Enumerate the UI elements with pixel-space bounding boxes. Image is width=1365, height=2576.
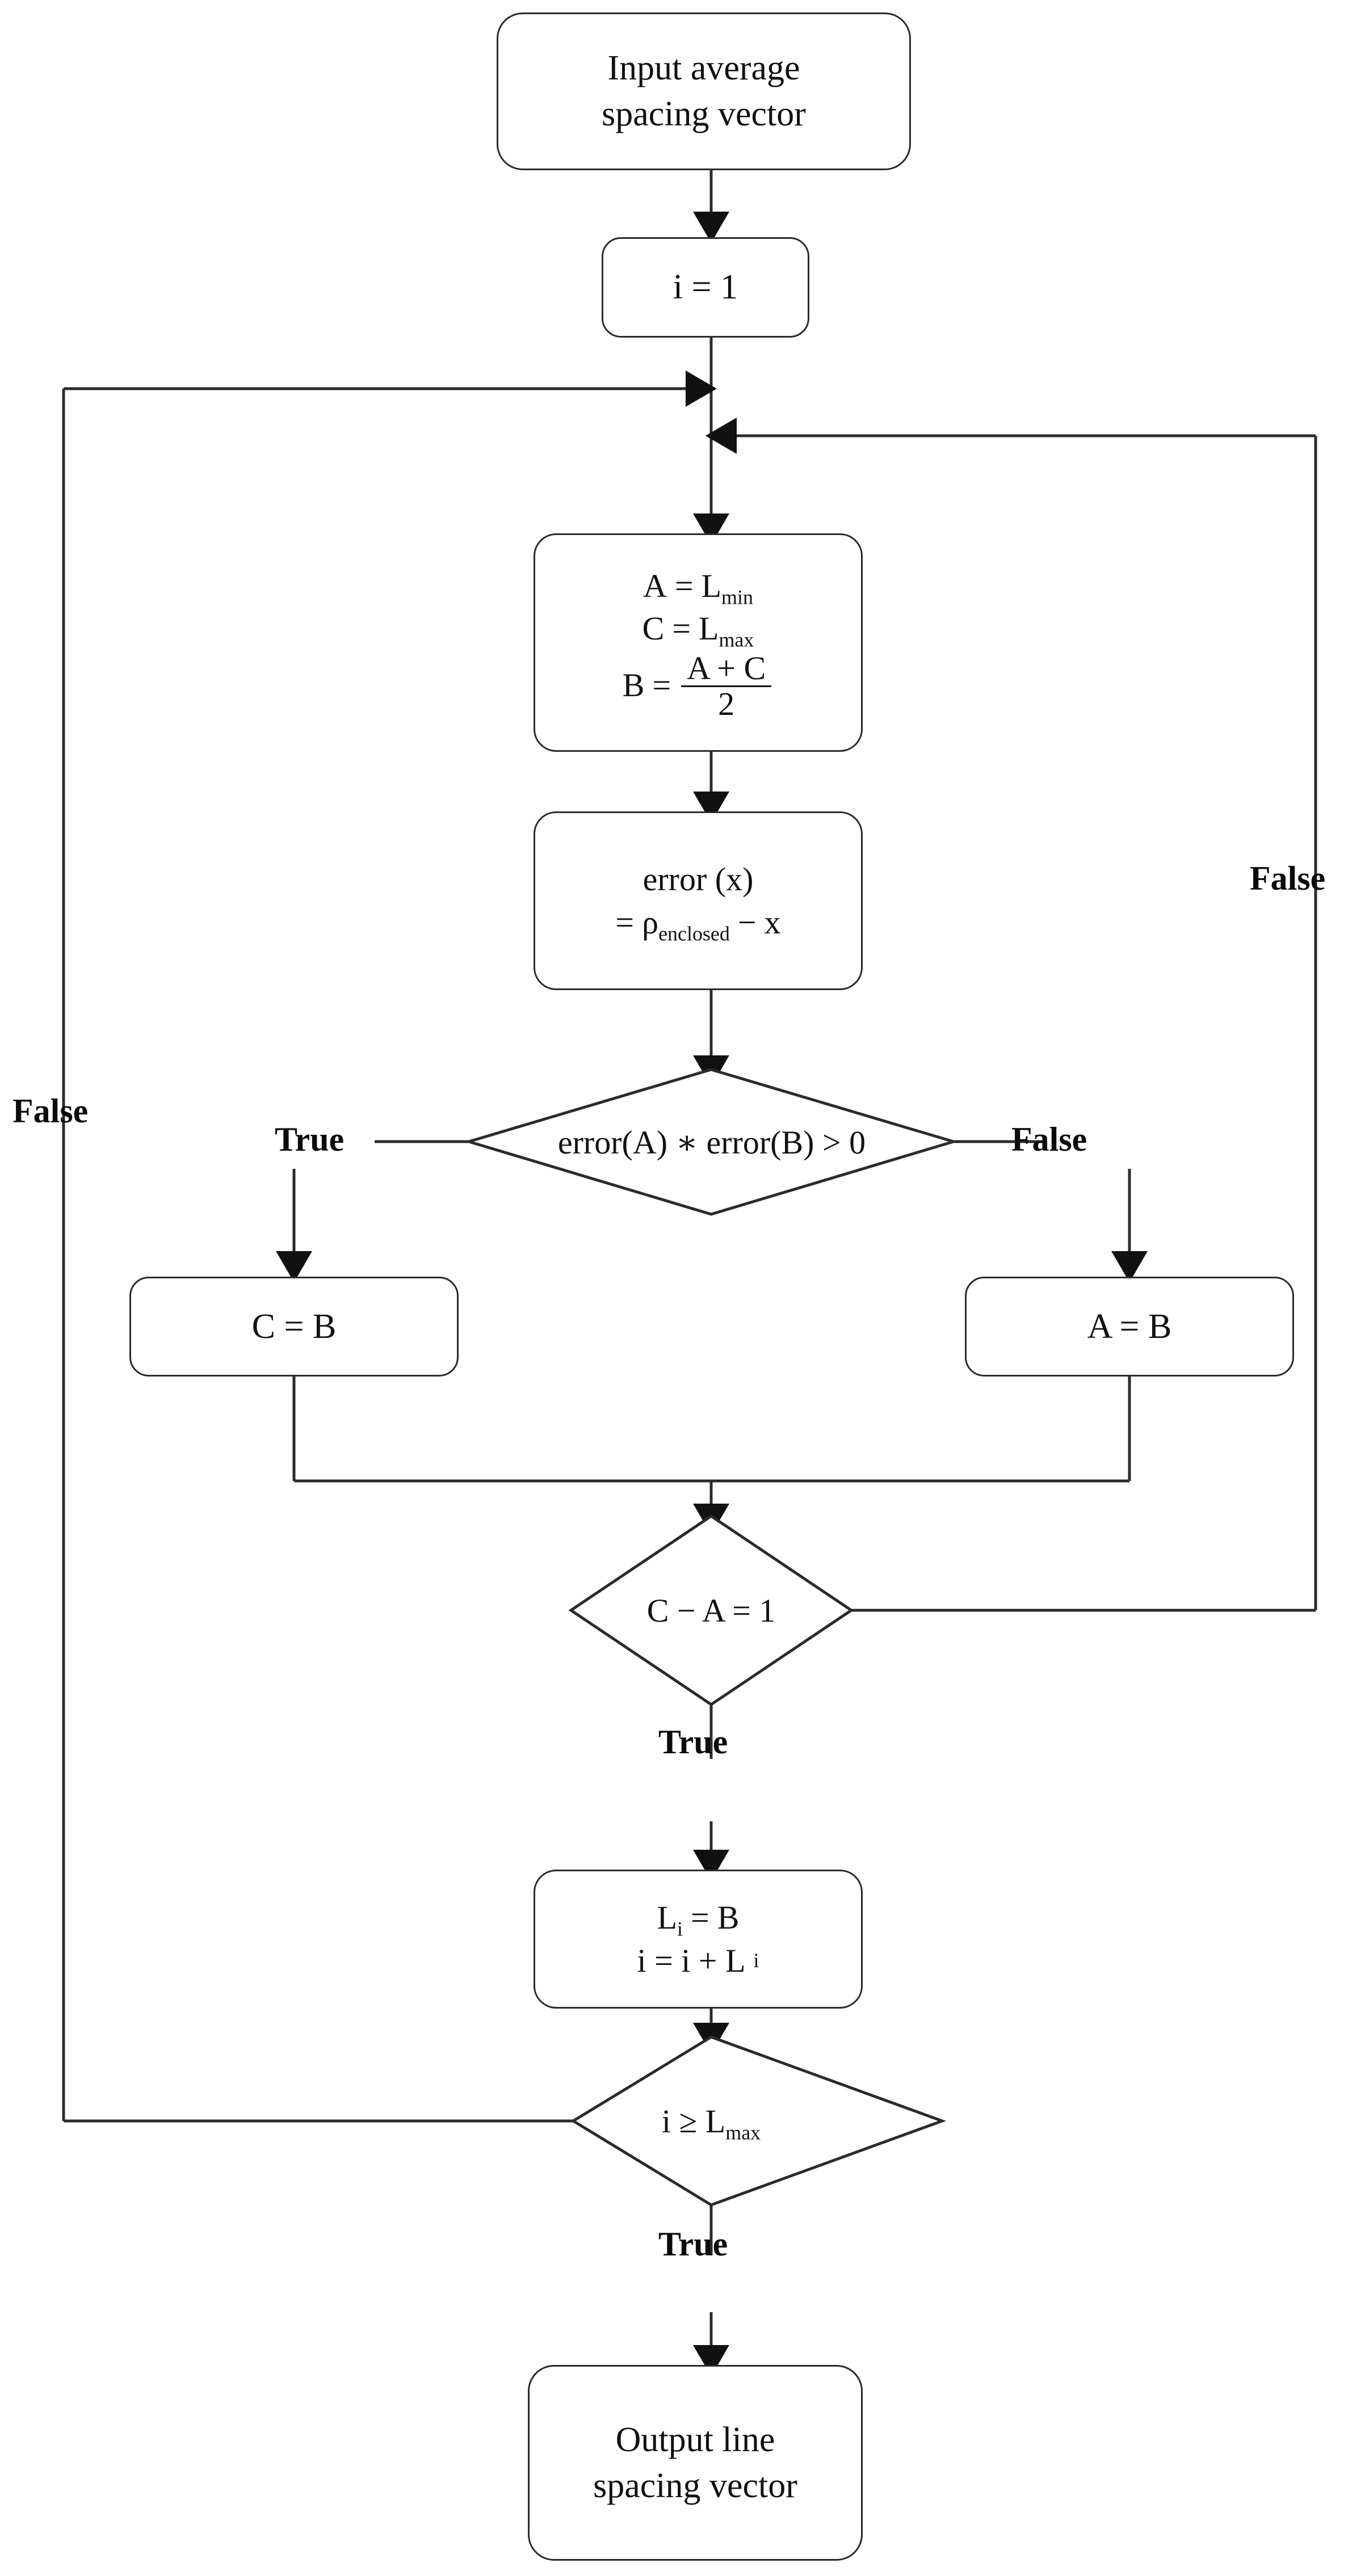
assign-line-a: A = Lmin	[643, 567, 753, 609]
assign-line-c: C = Lmax	[642, 610, 754, 651]
decision-sign-label[interactable]: error(A) ∗ error(B) > 0	[557, 1123, 866, 1161]
node-set-a[interactable]: A = B	[965, 1277, 1294, 1377]
assign-line-b: B = A + C 2	[542, 650, 854, 721]
edge-label-converged-true: True	[658, 1723, 728, 1761]
fraction-a-plus-c-over-2: A + C 2	[681, 651, 772, 722]
error-def-line1: error (x)	[642, 861, 754, 898]
node-output[interactable]: Output line spacing vector	[528, 2365, 863, 2561]
node-output-line2: spacing vector	[593, 2466, 797, 2505]
node-input-line1: Input average	[607, 49, 800, 88]
node-assign[interactable]: A = Lmin C = Lmax B = A + C 2	[534, 533, 863, 752]
edge-label-done-true: True	[658, 2225, 728, 2263]
node-set-a-text: A = B	[1087, 1307, 1172, 1346]
node-set-c[interactable]: C = B	[129, 1277, 459, 1377]
edge-label-done-false: False	[12, 1092, 89, 1130]
edge-label-converged-false: False	[1250, 860, 1326, 897]
edge-label-sign-false: False	[1011, 1121, 1087, 1158]
error-def-line2: = ρenclosed − x	[615, 903, 781, 945]
node-output-line1: Output line	[615, 2420, 775, 2459]
node-init[interactable]: i = 1	[602, 237, 809, 338]
store-line1: Li = B	[657, 1899, 740, 1941]
node-input-line2: spacing vector	[602, 95, 806, 133]
node-set-c-text: C = B	[251, 1307, 337, 1346]
node-input[interactable]: Input average spacing vector	[497, 12, 911, 170]
node-init-text: i = 1	[673, 268, 738, 307]
node-error-definition[interactable]: error (x) = ρenclosed − x	[534, 811, 863, 990]
decision-sign-shape	[464, 1068, 959, 1216]
edge-label-sign-true: True	[275, 1121, 345, 1158]
decision-converged-label[interactable]: C − A = 1	[646, 1592, 776, 1629]
decision-done-label[interactable]: i ≥ Lmax	[661, 2102, 761, 2144]
